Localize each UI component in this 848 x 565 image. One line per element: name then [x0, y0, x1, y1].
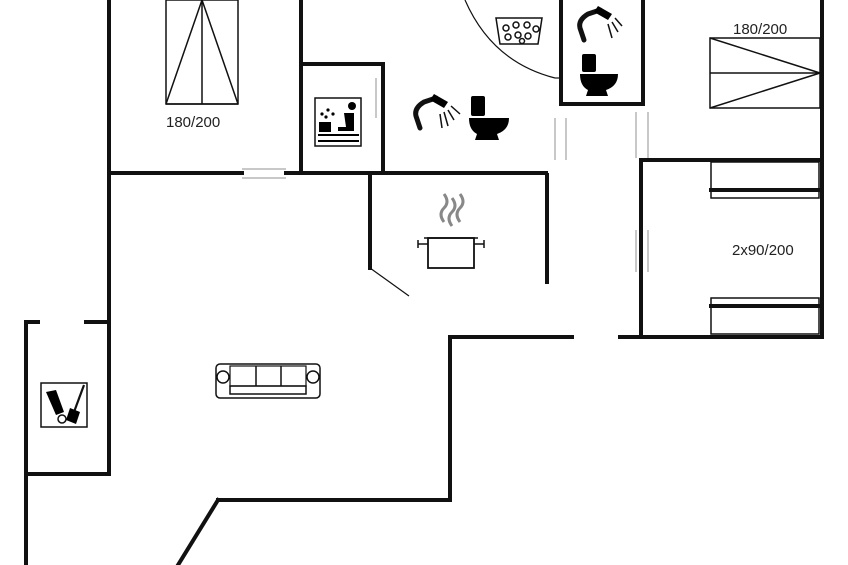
- double-bed-right: [709, 37, 821, 109]
- single-bed-bottom: [709, 297, 821, 335]
- toilet-icon: [580, 54, 618, 96]
- bed-label-right: 180/200: [733, 21, 787, 38]
- single-bed-top: [709, 161, 821, 199]
- sofa-icon: [215, 363, 321, 399]
- sauna-icon: [314, 97, 362, 147]
- shower-icon: [413, 94, 461, 131]
- walls: [24, 0, 824, 565]
- toilet-icon: [469, 96, 509, 140]
- bed-label-left: 180/200: [166, 114, 220, 131]
- shower-icon: [577, 6, 623, 43]
- cooktop-icon: [417, 193, 485, 269]
- cleaning-icon: [40, 382, 88, 428]
- double-bed-left: [165, 0, 239, 105]
- doors: [242, 0, 649, 297]
- bed-label-bunk: 2x90/200: [732, 242, 794, 259]
- whirlpool-icon: [495, 17, 543, 45]
